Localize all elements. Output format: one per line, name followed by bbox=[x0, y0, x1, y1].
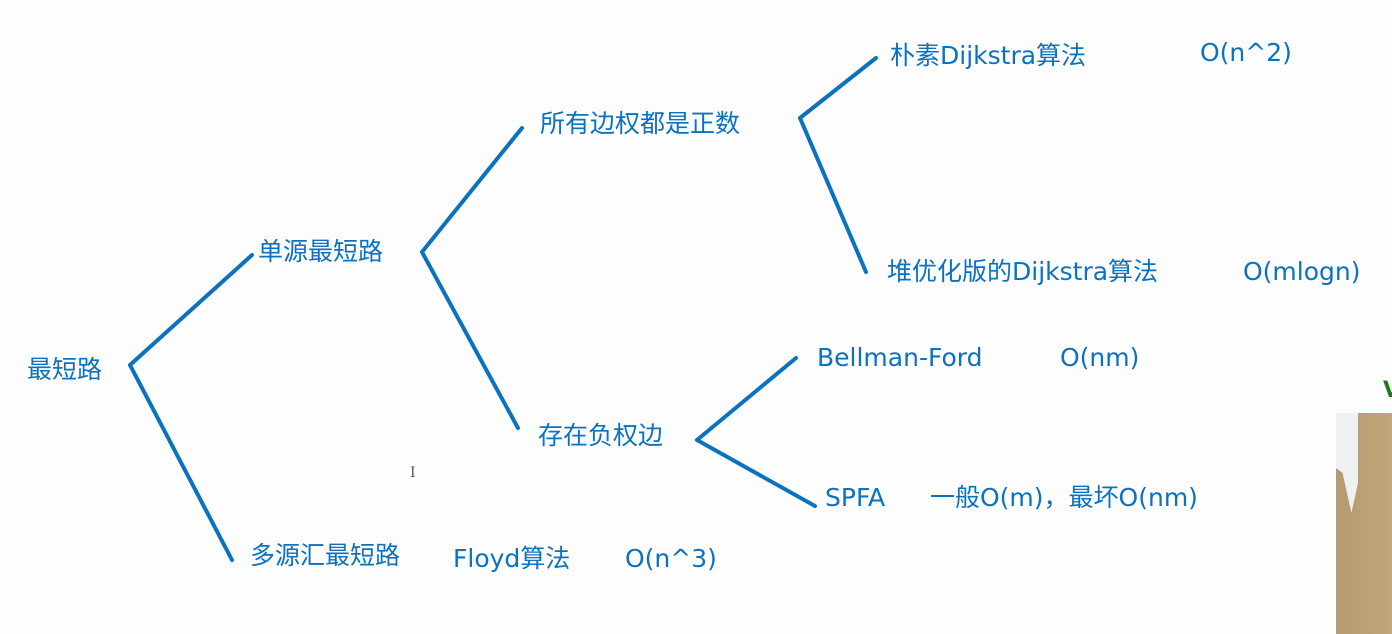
node-negative-edges: 存在负权边 bbox=[538, 421, 664, 450]
floyd-name: Floyd算法 bbox=[453, 544, 571, 573]
node-single-source: 单源最短路 bbox=[258, 237, 384, 266]
spfa-complexity: 一般O(m)，最坏O(nm) bbox=[930, 483, 1198, 512]
edge-positive-naive bbox=[798, 56, 878, 120]
naive-dijkstra-complexity: O(n^2) bbox=[1200, 38, 1292, 67]
webcam-overlay-letter: V bbox=[1383, 378, 1392, 403]
edge-single-negative bbox=[420, 250, 520, 430]
edge-positive-heap bbox=[798, 116, 868, 274]
floyd-complexity: O(n^3) bbox=[625, 544, 717, 573]
naive-dijkstra-name: 朴素Dijkstra算法 bbox=[890, 41, 1087, 70]
edge-negative-bellman bbox=[695, 356, 798, 442]
text-cursor-icon: I bbox=[410, 465, 416, 481]
edge-negative-spfa bbox=[695, 438, 817, 508]
edge-root-multi bbox=[128, 363, 234, 562]
node-all-positive: 所有边权都是正数 bbox=[540, 109, 741, 138]
edge-single-positive bbox=[420, 126, 524, 254]
node-multi-source: 多源汇最短路 bbox=[250, 541, 401, 570]
heap-dijkstra-name: 堆优化版的Dijkstra算法 bbox=[887, 257, 1159, 286]
bellman-ford-name: Bellman-Ford bbox=[817, 343, 983, 372]
edge-root-single bbox=[128, 253, 254, 367]
node-root: 最短路 bbox=[27, 355, 103, 384]
bellman-ford-complexity: O(nm) bbox=[1060, 343, 1140, 372]
spfa-name: SPFA bbox=[825, 483, 886, 512]
heap-dijkstra-complexity: O(mlogn) bbox=[1243, 257, 1361, 286]
